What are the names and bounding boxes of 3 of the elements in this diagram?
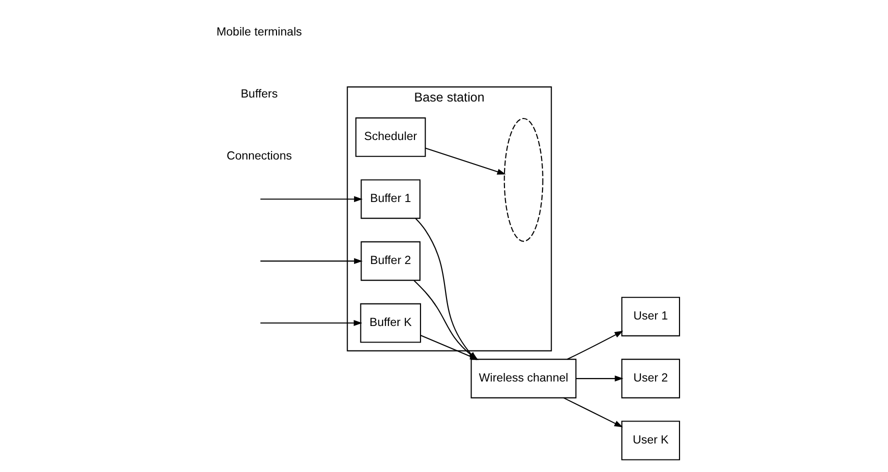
label: Connections [226, 148, 292, 162]
label: Mobile terminals [216, 24, 302, 38]
label: Buffers [240, 86, 278, 100]
